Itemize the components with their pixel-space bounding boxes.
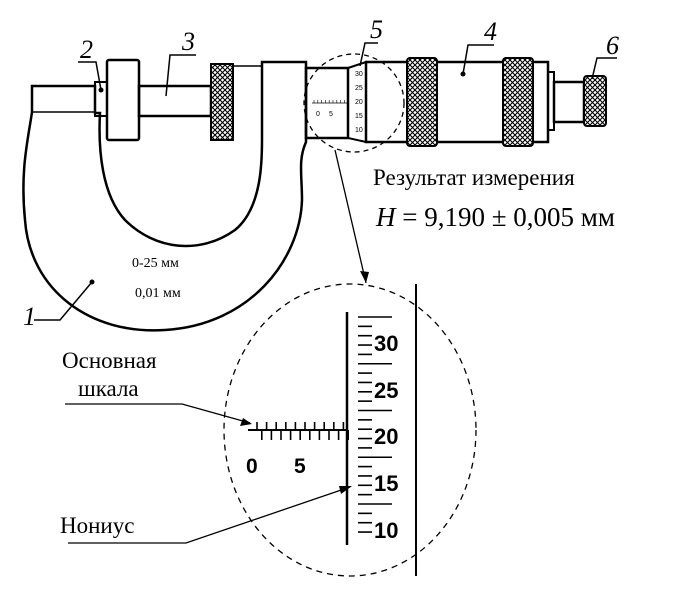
vernier-num: 25 [374,378,398,403]
part-label-2: 2 [80,35,93,64]
zoom-source-circle [303,53,405,153]
vernier-leader [68,486,351,544]
frame-resolution: 0,01 мм [135,286,181,301]
mini-main-scale: 0 5 [312,100,348,118]
main-scale-label-line1: Основная [62,348,157,373]
zoomed-scale-view: 0 5 30 25 20 15 10 [223,283,477,577]
main-scale-leader [65,403,251,424]
micrometer: 0 5 30 25 20 15 10 [22,57,607,332]
frame-range: 0-25 мм [132,256,179,271]
part-label-4: 4 [484,17,497,46]
ratchet-body [552,80,586,124]
mini-thimble-num: 15 [355,113,363,120]
part-label-3: 3 [181,27,195,56]
vernier-arrowhead [339,486,352,494]
mini-thimble-scale: 30 25 20 15 10 [355,71,363,134]
vernier-num: 10 [374,518,398,543]
zoom-circle [223,283,477,577]
main-scale-num: 5 [294,455,306,478]
main-scale-label-line2: шкала [78,376,139,401]
frame [22,60,308,332]
lock-knurl [210,63,234,141]
vernier-num: 15 [374,471,398,496]
mini-main-num: 0 [316,111,320,118]
thimble-knurl-1 [406,57,438,147]
vernier-num: 20 [374,424,398,449]
thimble-knurl-2 [502,57,534,147]
main-scale-arrowhead [240,418,252,426]
spindle [137,84,213,118]
mini-thimble-num: 10 [355,127,363,134]
zoom-arrow [334,149,367,284]
vernier-num: 30 [374,331,398,356]
mini-thimble-num: 25 [355,85,363,92]
main-scale: 0 5 [246,422,350,478]
mini-thimble-num: 20 [355,99,363,106]
vernier-label: Нониус [60,513,134,538]
part-label-6: 6 [606,31,619,60]
spindle-collar [105,58,141,142]
vernier-scale: 30 25 20 15 10 [358,316,398,543]
part-label-5: 5 [370,15,383,44]
part-labels: 1 2 3 4 5 6 [23,15,619,331]
main-scale-num: 0 [246,455,258,478]
part-label-1: 1 [23,302,36,331]
ratchet-knurl [583,75,607,127]
zoom-arrowhead [360,271,369,283]
mini-main-num: 5 [329,111,333,118]
result-formula: H = 9,190 ± 0,005 мм [375,202,615,232]
result-title: Результат измерения [373,165,575,190]
mini-thimble-num: 30 [355,71,363,78]
formula-value: = 9,190 ± 0,005 мм [396,202,615,232]
formula-var: H [375,202,397,232]
